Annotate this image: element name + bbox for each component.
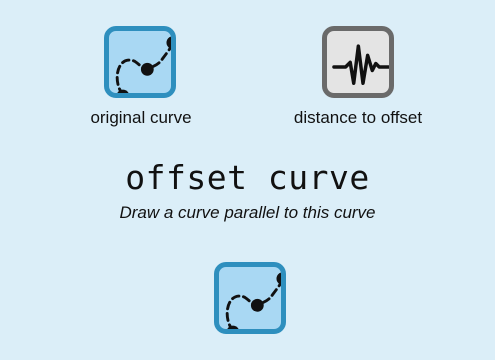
node-description: Draw a curve parallel to this curve [119,203,376,222]
original-curve-label: original curve [90,108,192,127]
output-curve[interactable] [214,262,286,334]
node-title: offset curve [125,158,370,197]
distance-to-offset-input[interactable] [322,26,394,98]
curve-icon [115,36,171,93]
distance-to-offset-label: distance to offset [293,108,423,127]
waveform-icon [332,44,389,85]
original-curve-input[interactable] [104,26,176,98]
curve-icon [225,272,281,329]
